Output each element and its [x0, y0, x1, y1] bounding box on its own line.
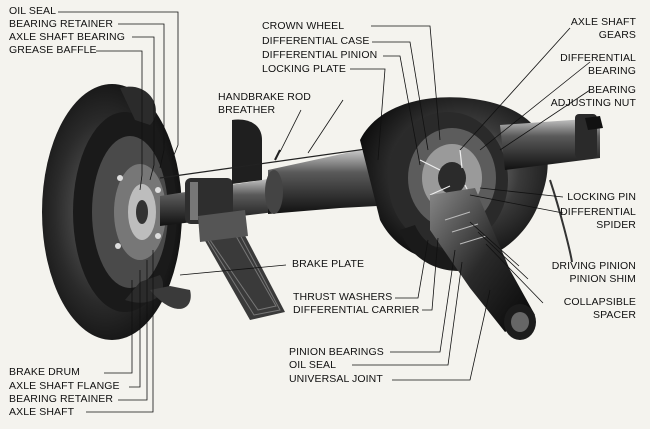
label-collapsible-spacer-1: COLLAPSIBLE	[563, 296, 636, 308]
tube-shape	[159, 139, 431, 214]
axle-tube-shape	[160, 119, 275, 226]
label-differential-spider-2: SPIDER	[596, 219, 636, 231]
label-oil-seal-bottom: OIL SEAL	[289, 359, 337, 371]
label-pinion-shim: PINION SHIM	[569, 273, 636, 285]
label-handbrake-rod: HANDBRAKE ROD	[218, 91, 311, 103]
label-differential-bearing-2: BEARING	[588, 65, 636, 77]
right-tube-shape	[500, 114, 603, 263]
label-axle-shaft-flange: AXLE SHAFT FLANGE	[9, 380, 120, 392]
label-bearing-adjusting-nut-1: BEARING	[588, 84, 636, 96]
label-driving-pinion: DRIVING PINION	[551, 260, 636, 272]
label-bearing-adjusting-nut-2: ADJUSTING NUT	[550, 97, 636, 109]
label-differential-pinion: DIFFERENTIAL PINION	[262, 49, 378, 61]
label-axle-shaft-gears-1: AXLE SHAFT	[570, 16, 636, 28]
label-oil-seal-top: OIL SEAL	[9, 5, 57, 17]
label-pinion-bearings: PINION BEARINGS	[289, 346, 384, 358]
label-brake-plate: BRAKE PLATE	[292, 258, 365, 270]
label-universal-joint: UNIVERSAL JOINT	[289, 373, 383, 385]
label-differential-case: DIFFERENTIAL CASE	[262, 35, 370, 47]
label-axle-shaft-gears-2: GEARS	[598, 29, 636, 41]
label-collapsible-spacer-2: SPACER	[593, 309, 636, 321]
spring-shape	[198, 210, 285, 320]
label-bearing-retainer-top: BEARING RETAINER	[9, 18, 114, 30]
pinion-shape	[430, 188, 536, 340]
label-crown-wheel: CROWN WHEEL	[262, 20, 345, 32]
label-differential-bearing-1: DIFFERENTIAL	[560, 52, 636, 64]
label-locking-pin: LOCKING PIN	[567, 191, 636, 203]
label-thrust-washers: THRUST WASHERS	[293, 291, 393, 303]
label-locking-plate: LOCKING PLATE	[262, 63, 346, 75]
label-brake-drum: BRAKE DRUM	[9, 366, 81, 378]
label-grease-baffle: GREASE BAFFLE	[9, 44, 97, 56]
label-axle-shaft: AXLE SHAFT	[9, 406, 75, 418]
hub-shape	[114, 164, 166, 260]
label-breather: BREATHER	[218, 104, 276, 116]
label-differential-spider-1: DIFFERENTIAL	[560, 206, 636, 218]
label-differential-carrier: DIFFERENTIAL CARRIER	[293, 304, 420, 316]
label-bearing-retainer-bottom: BEARING RETAINER	[9, 393, 114, 405]
brake-drum-shape	[42, 84, 191, 340]
leader-lines	[58, 11, 591, 413]
label-axle-shaft-bearing: AXLE SHAFT BEARING	[9, 31, 125, 43]
